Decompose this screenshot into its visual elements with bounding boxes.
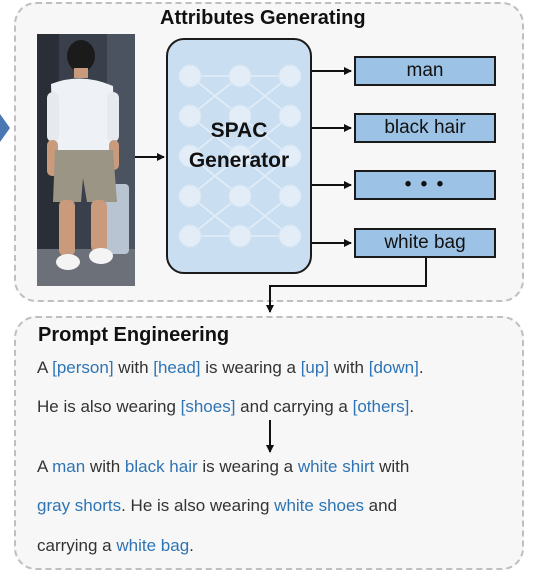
placeholder-up: [up] (300, 358, 330, 377)
text: . He is also wearing (121, 496, 275, 515)
text: . (409, 397, 415, 416)
attribute-box-man: man (354, 56, 496, 86)
text: and carrying a (235, 397, 353, 416)
prompt-engineering-title: Prompt Engineering (38, 324, 230, 346)
text: with (85, 457, 125, 476)
filled-line-2: gray shorts. He is also wearing white sh… (37, 496, 397, 516)
text: with (374, 457, 410, 476)
placeholder-down: [down] (368, 358, 419, 377)
attributes-generating-title: Attributes Generating (160, 7, 366, 29)
white-shoes (56, 254, 80, 270)
value-gray-shorts: gray shorts (37, 496, 122, 515)
value-black-hair: black hair (124, 457, 198, 476)
text: . (189, 536, 194, 555)
filled-line-3: carrying a white bag. (37, 536, 194, 556)
pedestrian-figure (37, 34, 135, 286)
value-white-shirt: white shirt (297, 457, 375, 476)
text: He is also wearing (37, 397, 181, 416)
value-man: man (52, 457, 86, 476)
generator-label-line1: SPAC (210, 119, 268, 142)
attribute-box-black-hair: black hair (354, 113, 496, 143)
text: A (37, 457, 53, 476)
template-line-1: A [person] with [head] is wearing a [up]… (37, 358, 424, 378)
generator-label: SPAC Generator (166, 116, 312, 176)
value-white-bag: white bag (116, 536, 190, 555)
attribute-box-white-bag: white bag (354, 228, 496, 258)
text: carrying a (37, 536, 117, 555)
attributes-to-prompt-arrow (266, 258, 427, 313)
text: . (418, 358, 424, 377)
placeholder-shoes: [shoes] (180, 397, 236, 416)
template-line-2: He is also wearing [shoes] and carrying … (37, 397, 414, 417)
text: with (113, 358, 154, 377)
placeholder-others: [others] (352, 397, 410, 416)
text: and (363, 496, 398, 515)
generator-label-line2: Generator (188, 149, 290, 172)
spac-generator (166, 38, 312, 274)
value-white-shoes: white shoes (274, 496, 364, 515)
pedestrian-photo (37, 34, 135, 286)
gray-shorts (53, 150, 117, 202)
black-hair (67, 40, 95, 72)
text: A (37, 358, 53, 377)
incoming-arrow-tab (0, 114, 10, 142)
filled-line-1: A man with black hair is wearing a white… (37, 457, 409, 477)
attribute-box-ellipsis: • • • (354, 170, 496, 200)
neural-network-graphic (178, 64, 302, 248)
text: is wearing a (197, 457, 298, 476)
text: is wearing a (200, 358, 301, 377)
text: with (329, 358, 369, 377)
white-shirt (51, 78, 115, 150)
placeholder-person: [person] (52, 358, 114, 377)
placeholder-head: [head] (153, 358, 201, 377)
